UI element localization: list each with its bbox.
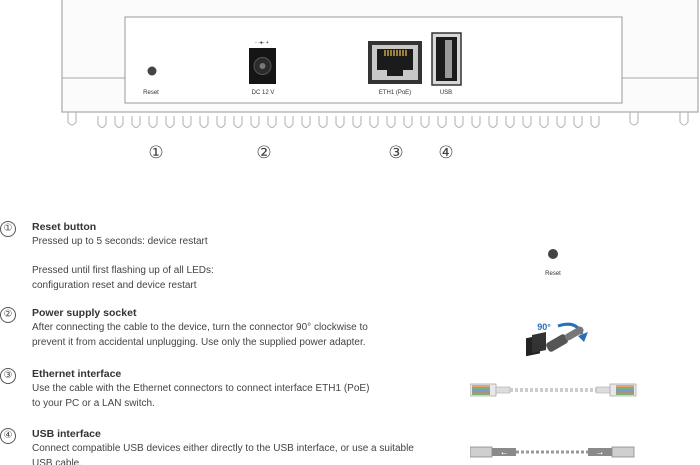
reset-illustration-label: Reset — [545, 271, 561, 277]
usb-symbol-icon: ⭢ — [597, 450, 603, 457]
section-number: ② — [0, 307, 16, 323]
section-number: ③ — [0, 368, 16, 384]
section-description: Pressed up to 5 seconds: device restart … — [32, 236, 214, 291]
vent-slot — [114, 116, 124, 129]
vent-slot — [454, 116, 464, 129]
eth-port-label: ETH1 (PoE) — [379, 90, 411, 96]
vent-slot — [369, 116, 379, 129]
vent-slot — [131, 116, 141, 129]
vent-slot — [216, 116, 226, 129]
usb-port-label: USB — [440, 90, 452, 96]
section-number: ④ — [0, 428, 16, 444]
vent-slot — [437, 116, 447, 129]
vent-slot — [233, 116, 243, 129]
port-panel — [124, 16, 623, 104]
vent-slot — [199, 116, 209, 129]
dc-port-label: DC 12 V — [252, 90, 275, 96]
section-usb: ④ USB interface Connect compatible USB d… — [0, 428, 430, 465]
dc-power-socket: - -●- + — [249, 40, 276, 84]
section-title: Reset button — [32, 221, 97, 233]
vent-slot — [335, 116, 345, 129]
vent-slot — [488, 116, 498, 129]
section-title: Power supply socket — [32, 307, 137, 319]
reset-button-hole — [147, 66, 157, 76]
section-ethernet: ③ Ethernet interface Use the cable with … — [0, 368, 400, 413]
section-number: ① — [0, 221, 16, 237]
section-description: After connecting the cable to the device… — [32, 322, 368, 348]
reset-port-label: Reset — [143, 90, 159, 96]
section-description: Connect compatible USB devices either di… — [32, 443, 414, 465]
vent-slot — [250, 116, 260, 129]
vent-slot — [420, 116, 430, 129]
vent-slot — [267, 116, 277, 129]
vent-slot — [539, 116, 549, 129]
vent-slot — [386, 116, 396, 129]
ethernet-port — [368, 41, 422, 84]
vent-slot — [590, 116, 600, 129]
vent-slot — [471, 116, 481, 129]
power-connector-illustration: 90° — [526, 322, 588, 357]
vent-slot — [148, 116, 158, 129]
rotation-label: 90° — [537, 322, 551, 332]
svg-text:- -●- +: - -●- + — [255, 40, 269, 46]
section-reset: ① Reset button Pressed up to 5 seconds: … — [0, 221, 400, 296]
section-title: Ethernet interface — [32, 368, 122, 380]
vent-slot — [505, 116, 515, 129]
vent-slot — [182, 116, 192, 129]
vent-slot — [165, 116, 175, 129]
callout-3: ③ — [388, 143, 403, 163]
usb-port — [431, 32, 462, 86]
section-power-supply: ② Power supply socket After connecting t… — [0, 307, 400, 352]
vent-slot — [301, 116, 311, 129]
vent-slot — [573, 116, 583, 129]
callout-4: ④ — [438, 143, 453, 163]
vent-slot — [284, 116, 294, 129]
callout-1: ① — [148, 143, 163, 163]
usb-symbol-icon: ⭠ — [501, 450, 507, 457]
vent-slot — [352, 116, 362, 129]
vent-slot — [318, 116, 328, 129]
reset-hole-icon — [548, 249, 558, 259]
vent-slot — [556, 116, 566, 129]
reset-illustration: Reset — [545, 249, 561, 277]
usb-cable-illustration: ⭠ ⭢ — [470, 446, 635, 458]
vent-slot — [522, 116, 532, 129]
ventilation-slots — [67, 112, 689, 129]
section-title: USB interface — [32, 428, 101, 440]
device-back-panel-illustration: Reset - -●- + DC 12 V ETH1 (PoE) USB ① ②… — [61, 0, 699, 163]
ethernet-cable-illustration — [470, 383, 637, 397]
vent-slot — [403, 116, 413, 129]
callout-2: ② — [256, 143, 271, 163]
vent-slot — [97, 116, 107, 129]
section-description: Use the cable with the Ethernet connecto… — [32, 383, 370, 409]
